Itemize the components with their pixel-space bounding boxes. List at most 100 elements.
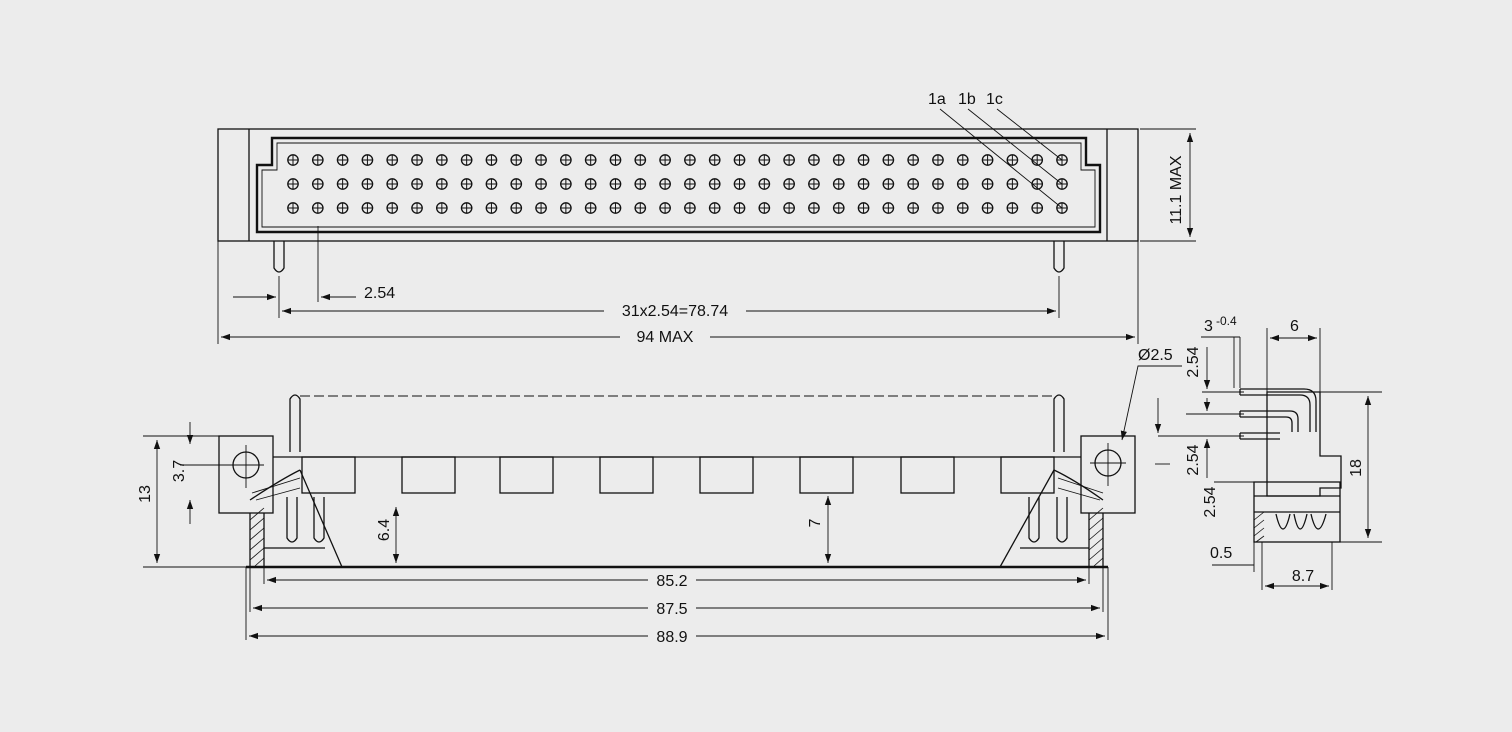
right-slope-rib [999,469,1055,568]
front-tab [1000,456,1055,494]
pin-hole [832,178,845,190]
side-view-pin-2 [1240,410,1299,432]
front-tab [499,456,554,494]
pin-hole [1006,178,1019,190]
dim-6-4-label: 6.4 [376,519,393,541]
top-view-left-pin-tail [273,241,285,273]
pin-hole [956,178,969,190]
pin-label-1b: 1b [958,91,976,108]
pin-hole [659,178,671,190]
dim-3-label: 3 [1204,318,1213,335]
pin-hole [535,154,547,166]
top-view-shroud-outline [255,136,1102,234]
pin-hole [485,202,498,214]
dim-2-54-a-label: 2.54 [1185,346,1202,377]
pin-hole [733,154,746,166]
pin-hole [287,154,299,166]
pin-hole [783,202,795,214]
pin-hole [435,154,448,166]
front-tab [301,456,356,494]
front-view: 13 3.7 6.4 7 Ø2.5 85.2 87.5 88.9 [137,347,1182,646]
pin-hole [733,178,746,190]
pin-hole [1006,202,1019,214]
pin-hole [1031,202,1044,214]
pin-hole [485,178,498,190]
pin-hole [981,178,994,190]
pin-hole [832,202,845,214]
left-slope-rib [299,469,343,568]
pin-hole [832,154,845,166]
pin-hole [535,178,547,190]
front-tab [599,456,654,494]
pin-hole [708,178,721,190]
pin-hole [783,154,795,166]
side-view-hatching [1253,511,1265,543]
pin-hole [287,202,299,214]
pin-hole [287,178,299,190]
pin-hole [560,202,572,214]
pin-hole [386,178,399,190]
dim-total-label: 94 MAX [637,329,694,346]
pin-hole [584,202,597,214]
pin-hole [311,154,324,166]
pin-hole [336,178,349,190]
pin-hole [907,154,920,166]
pin-hole [808,202,820,214]
dim-3-tolerance: -0.4 [1216,314,1237,328]
pin-hole [857,154,870,166]
pin-hole [783,178,795,190]
pin-hole [411,178,423,190]
pin-hole [460,202,473,214]
pin-hole [857,202,870,214]
pin-hole [336,202,349,214]
front-tab [699,456,754,494]
dim-0-5-label: 0.5 [1210,545,1232,562]
pin-hole [535,202,547,214]
pin-label-1a: 1a [928,91,946,108]
dim-height-label: 11.1 MAX [1168,155,1185,224]
pin-hole [857,178,870,190]
leader-1c [996,108,1063,161]
leader-1a [939,108,1063,209]
dim-6-label: 6 [1290,318,1299,335]
pin-hole [981,154,994,166]
pin-hole [485,154,498,166]
pin-hole [882,154,895,166]
left-mounting-flange [218,435,274,514]
pin-hole [684,154,696,166]
dim-13-label: 13 [137,485,154,503]
front-tab [799,456,854,494]
dim-2-54-b-label: 2.54 [1185,444,1202,475]
pin-hole [758,154,771,166]
side-view: 3 -0.4 6 2.54 2.54 2.54 18 0.5 8. [1154,314,1382,590]
dim-2-54-c-label: 2.54 [1202,486,1219,517]
pin-hole [510,154,523,166]
pin-hole [510,178,523,190]
pin-hole [808,154,820,166]
front-tab [401,456,456,494]
pin-hole [361,154,374,166]
pin-hole [584,178,597,190]
pin-hole [758,202,771,214]
pin-hole [808,178,820,190]
dim-pitch-label: 2.54 [364,285,395,302]
pin-hole [634,202,647,214]
top-view: 1a 1b 1c 11.1 MAX 2.54 31x2.54=78.74 94 … [217,91,1196,346]
dim-3-7-label: 3.7 [171,460,188,482]
left-wall-hatching [249,507,265,567]
pin-hole [311,202,324,214]
top-view-right-pin-tail [1053,241,1065,273]
right-mounting-flange [1080,435,1136,514]
dim-87-5-label: 87.5 [656,601,687,618]
dim-7-label: 7 [807,518,824,527]
pin-hole [386,202,399,214]
leader-1b [967,108,1063,185]
pin-hole [932,202,944,214]
pin-hole [634,178,647,190]
dim-85-2-label: 85.2 [656,573,687,590]
front-tab [900,456,955,494]
pin-hole [932,178,944,190]
pin-hole [386,154,399,166]
pin-hole [584,154,597,166]
pin-hole [435,202,448,214]
